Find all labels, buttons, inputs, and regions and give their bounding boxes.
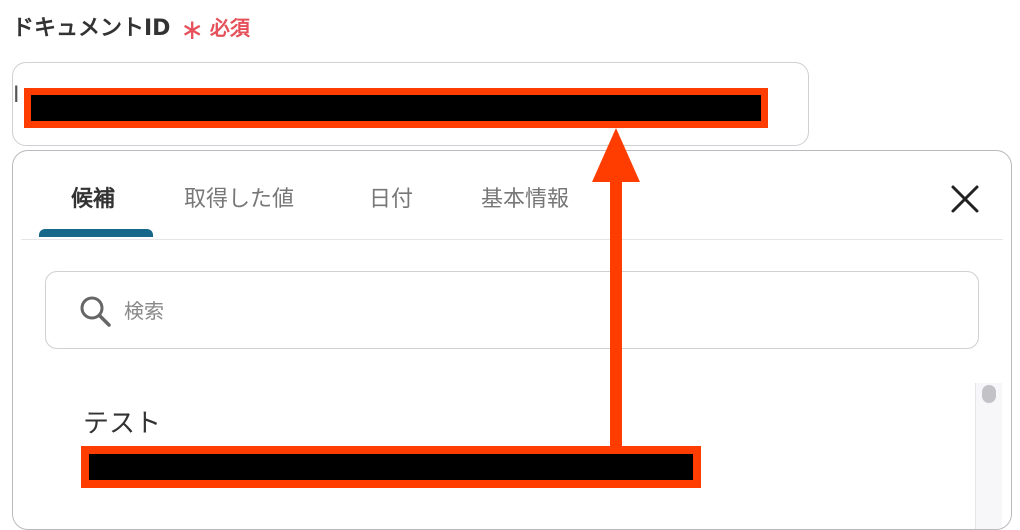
annotation-arrow-icon	[592, 128, 640, 450]
field-label-row: ドキュメントID ∗ 必須	[12, 10, 250, 46]
search-icon	[80, 296, 111, 327]
tab-basic-info[interactable]: 基本情報	[481, 187, 570, 212]
close-button[interactable]	[947, 181, 983, 217]
active-tab-indicator	[39, 229, 153, 237]
tab-date[interactable]: 日付	[369, 187, 414, 212]
tab-bar: 候補 取得した値 日付 基本情報	[21, 151, 1003, 240]
redacted-candidate-highlight	[81, 446, 701, 488]
candidate-item-label[interactable]: テスト	[83, 409, 162, 439]
tab-acquired-values[interactable]: 取得した値	[184, 187, 295, 212]
required-text: 必須	[209, 15, 250, 40]
field-label: ドキュメントID	[12, 16, 171, 41]
search-input[interactable]	[122, 290, 946, 332]
redaction-bar	[89, 454, 693, 480]
redaction-bar	[31, 95, 761, 121]
input-value-prefix: I	[13, 83, 20, 108]
search-box[interactable]	[45, 271, 979, 349]
scrollbar-thumb[interactable]	[982, 385, 996, 403]
tab-candidates[interactable]: 候補	[71, 187, 116, 212]
redacted-value-highlight	[24, 88, 768, 128]
close-icon	[951, 185, 979, 213]
scrollbar[interactable]	[975, 383, 1002, 529]
required-mark: ∗	[180, 13, 204, 46]
